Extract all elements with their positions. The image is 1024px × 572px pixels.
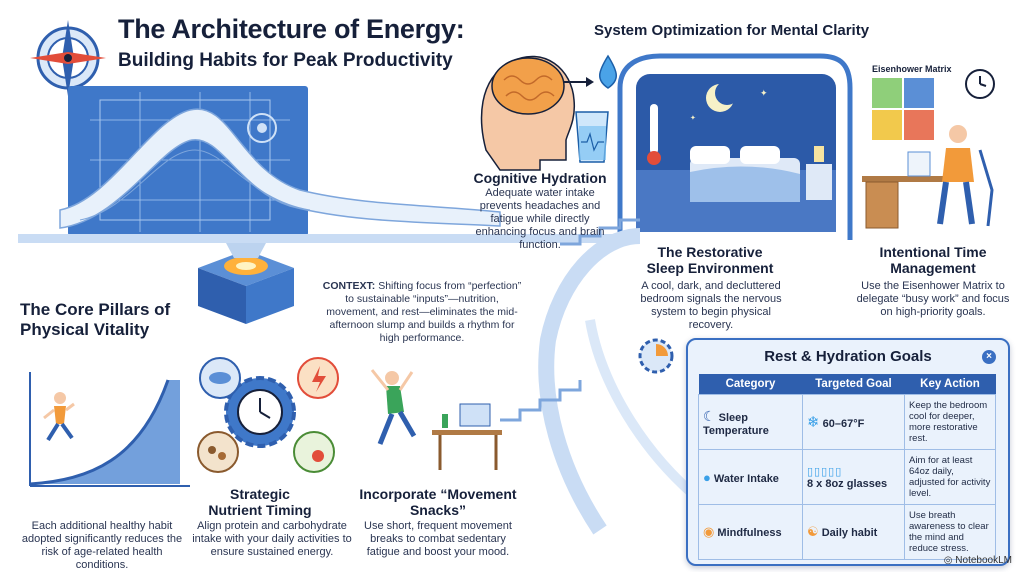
category-cell: ● Water Intake bbox=[698, 449, 803, 505]
brain-icon: ◉ bbox=[703, 524, 715, 539]
movement-person-icon bbox=[370, 369, 417, 445]
mental-section-title: System Optimization for Mental Clarity bbox=[594, 22, 870, 39]
goal-cell: ❄ 60–67°F bbox=[802, 394, 905, 450]
goal-cell: ☯ Daily habit bbox=[802, 504, 905, 560]
category-cell: ☾ Sleep Temperature bbox=[698, 394, 803, 450]
water-glass-icon bbox=[575, 111, 609, 163]
goal-cell: ▯▯▯▯▯ 8 x 8oz glasses bbox=[802, 449, 905, 505]
brand-footer: ◎ NotebookLM bbox=[944, 555, 1012, 566]
habit-body: Each additional healthy habit adopted si… bbox=[21, 520, 183, 571]
blueprint-panel bbox=[68, 86, 308, 236]
meditation-icon: ☯ bbox=[807, 524, 819, 539]
hydration-heading: Cognitive Hydration bbox=[473, 170, 607, 186]
svg-text:✦: ✦ bbox=[690, 114, 696, 122]
goal-value: 60–67°F bbox=[822, 418, 865, 430]
column-header: Targeted Goal bbox=[802, 374, 905, 395]
physical-section-title: The Core Pillars of Physical Vitality bbox=[20, 300, 171, 339]
column-header: Key Action bbox=[904, 374, 996, 395]
close-icon[interactable]: × bbox=[982, 350, 996, 364]
nutrient-heading: Strategic Nutrient Timing bbox=[208, 486, 312, 518]
clock-icon bbox=[965, 69, 995, 99]
standing-desk bbox=[432, 403, 502, 470]
time-body: Use the Eisenhower Matrix to delegate “b… bbox=[856, 280, 1010, 318]
matrix-label: Eisenhower Matrix bbox=[872, 64, 952, 74]
pathway-curve bbox=[538, 228, 641, 535]
goals-title: Rest & Hydration Goals bbox=[764, 348, 932, 365]
table-row: ☾ Sleep Temperature ❄ 60–67°F Keep the b… bbox=[698, 394, 996, 450]
pathway bbox=[18, 234, 628, 243]
sleep-body: A cool, dark, and decluttered bedroom si… bbox=[640, 280, 782, 331]
action-cell: Use breath awareness to clear the mind a… bbox=[904, 504, 996, 560]
habit-graph bbox=[29, 372, 190, 487]
glasses-icon: ▯▯▯▯▯ bbox=[807, 465, 843, 478]
page-title: The Architecture of Energy: bbox=[118, 14, 465, 44]
hydration-body: Adequate water intake prevents headaches… bbox=[475, 187, 605, 251]
nutrient-body: Align protein and carbohydrate intake wi… bbox=[192, 520, 352, 558]
gear-chart-icon bbox=[638, 338, 674, 374]
brand-label: NotebookLM bbox=[955, 555, 1012, 566]
goals-table: Category Targeted Goal Key Action ☾ Slee… bbox=[698, 374, 996, 560]
svg-text:✦: ✦ bbox=[760, 89, 768, 99]
runner-icon bbox=[43, 392, 75, 442]
energy-cube-icon bbox=[198, 243, 294, 324]
action-cell: Aim for at least 64oz daily, adjusted fo… bbox=[904, 449, 996, 505]
beans-icon bbox=[197, 431, 239, 473]
moon-icon: ☾ bbox=[703, 407, 716, 424]
water-drop-icon: ● bbox=[703, 469, 711, 485]
nutrient-cycle bbox=[197, 357, 339, 473]
movement-body: Use short, frequent movement breaks to c… bbox=[364, 520, 512, 558]
eisenhower-matrix-icon bbox=[872, 78, 934, 140]
sleep-heading: The Restorative Sleep Environment bbox=[646, 244, 774, 276]
category-label: Mindfulness bbox=[717, 527, 782, 539]
goal-value: 8 x 8oz glasses bbox=[807, 477, 888, 490]
context-block: CONTEXT: Shifting focus from “perfection… bbox=[322, 280, 522, 345]
action-cell: Keep the bedroom cool for deeper, more r… bbox=[904, 394, 996, 450]
staircase bbox=[500, 218, 640, 422]
water-drop-icon bbox=[599, 54, 617, 89]
column-header: Category bbox=[698, 374, 803, 395]
context-label: CONTEXT: bbox=[322, 280, 376, 292]
table-row: ◉ Mindfulness ☯ Daily habit Use breath a… bbox=[698, 504, 996, 560]
compass-icon bbox=[30, 20, 106, 96]
head-brain-icon bbox=[480, 55, 576, 171]
table-row: ● Water Intake ▯▯▯▯▯ 8 x 8oz glasses Aim… bbox=[698, 449, 996, 505]
desk-worker bbox=[862, 125, 994, 229]
snowflake-icon: ❄ bbox=[807, 414, 820, 431]
notebooklm-logo-icon: ◎ bbox=[943, 555, 953, 566]
category-cell: ◉ Mindfulness bbox=[698, 504, 803, 560]
bedroom-arch: ✦ ✦ bbox=[617, 53, 853, 240]
table-header-row: Category Targeted Goal Key Action bbox=[698, 374, 996, 395]
goal-value: Daily habit bbox=[821, 527, 878, 539]
movement-heading: Incorporate “Movement Snacks” bbox=[359, 486, 517, 518]
time-heading: Intentional Time Management bbox=[879, 244, 987, 276]
page-subtitle: Building Habits for Peak Productivity bbox=[118, 50, 453, 71]
context-text: Shifting focus from “perfection” to sust… bbox=[326, 280, 522, 344]
flowing-architecture bbox=[59, 108, 501, 229]
goals-card: Rest & Hydration Goals × Category Target… bbox=[686, 338, 1010, 566]
category-label: Sleep Temperature bbox=[703, 411, 769, 437]
category-label: Water Intake bbox=[713, 472, 779, 485]
